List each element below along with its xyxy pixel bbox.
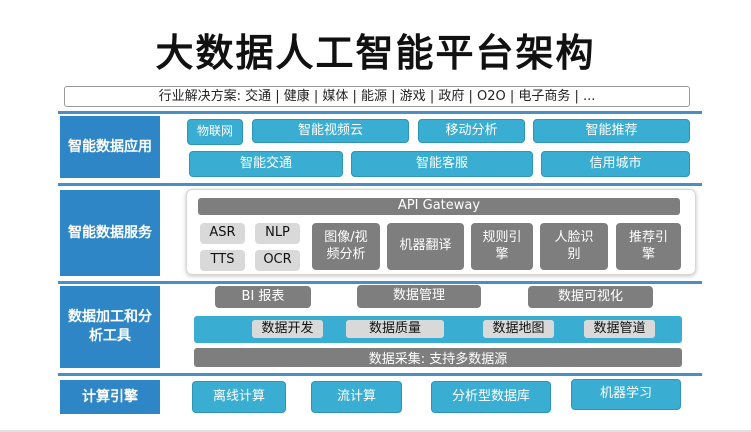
service-machine-translation[interactable]: 机器翻译 [387, 223, 464, 270]
layer-label-compute: 计算引擎 [60, 380, 160, 414]
tool-data-development[interactable]: 数据开发 [252, 320, 323, 338]
app-iot[interactable]: 物联网 [187, 119, 243, 145]
layer-separator [58, 281, 702, 284]
tool-data-map[interactable]: 数据地图 [483, 320, 554, 338]
service-asr[interactable]: ASR [200, 223, 245, 244]
layer-separator [58, 373, 702, 376]
app-smart-video-cloud[interactable]: 智能视频云 [252, 119, 409, 143]
app-smart-transport[interactable]: 智能交通 [189, 151, 343, 177]
service-tts[interactable]: TTS [200, 250, 245, 271]
tool-data-pipeline[interactable]: 数据管道 [584, 320, 655, 338]
app-smart-customer-service[interactable]: 智能客服 [351, 151, 533, 177]
compute-machine-learning[interactable]: 机器学习 [571, 379, 681, 410]
tool-data-management[interactable]: 数据管理 [357, 285, 481, 308]
tool-bi-report[interactable]: BI 报表 [215, 286, 311, 308]
page-title: 大数据人工智能平台架构 [155, 31, 596, 75]
tool-data-visualization[interactable]: 数据可视化 [528, 286, 653, 308]
layer-label-services: 智能数据服务 [60, 190, 160, 276]
compute-analytic-db[interactable]: 分析型数据库 [431, 381, 551, 413]
service-face-recognition[interactable]: 人脸识别 [540, 223, 608, 270]
compute-offline[interactable]: 离线计算 [192, 381, 286, 413]
service-nlp[interactable]: NLP [255, 223, 300, 244]
service-ocr[interactable]: OCR [255, 250, 300, 271]
bottom-border [0, 430, 751, 432]
data-collection-bar[interactable]: 数据采集: 支持多数据源 [194, 348, 682, 367]
industry-solutions-banner: 行业解决方案: 交通 | 健康 | 媒体 | 能源 | 游戏 | 政府 | O2… [64, 86, 690, 107]
api-gateway[interactable]: API Gateway [198, 198, 680, 215]
layer-separator [58, 183, 702, 186]
tool-data-quality[interactable]: 数据质量 [346, 320, 444, 338]
app-credit-city[interactable]: 信用城市 [541, 151, 690, 177]
app-mobile-analytics[interactable]: 移动分析 [418, 119, 525, 143]
service-image-video-analysis[interactable]: 图像/视频分析 [312, 223, 380, 270]
compute-stream[interactable]: 流计算 [311, 381, 402, 413]
service-recommendation-engine[interactable]: 推荐引擎 [616, 223, 681, 270]
app-smart-recommendation[interactable]: 智能推荐 [533, 119, 690, 143]
service-rule-engine[interactable]: 规则引擎 [471, 223, 533, 270]
layer-label-apps: 智能数据应用 [60, 116, 160, 178]
layer-label-tools: 数据加工和分析工具 [60, 286, 160, 368]
layer-separator [58, 111, 702, 114]
